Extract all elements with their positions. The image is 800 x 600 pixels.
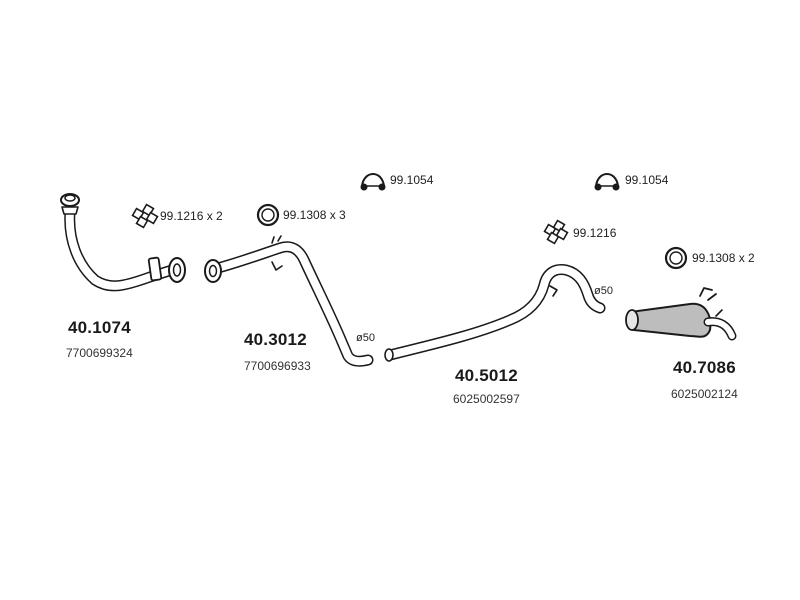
ring-gasket-icon [256, 203, 280, 227]
diameter-label: ø50 [356, 332, 375, 344]
part-number: 40.3012 [244, 330, 307, 349]
oem-number: 7700699324 [66, 346, 133, 360]
diameter-label: ø50 [594, 285, 613, 297]
part-number: 40.1074 [68, 318, 131, 337]
accessory-label-ring-gasket: 99.1308 x 2 [692, 251, 755, 265]
oem-number: 7700696933 [244, 359, 311, 373]
part-number: 40.7086 [673, 358, 736, 377]
part-number: 40.5012 [455, 366, 518, 385]
accessory-label-u-clamp: 99.1054 [390, 173, 434, 187]
ring-gasket-icon [664, 246, 688, 270]
u-clamp-icon [594, 173, 620, 191]
oem-number: 6025002124 [671, 387, 738, 401]
accessory-label-u-clamp: 99.1054 [625, 173, 669, 187]
bolt-clamp-icon [543, 219, 569, 245]
bolt-clamp-icon [131, 203, 159, 229]
oem-number: 6025002597 [453, 392, 520, 406]
intermediate-pipe-drawing [204, 235, 374, 367]
front-pipe-drawing [60, 193, 186, 292]
middle-pipe-drawing [384, 264, 606, 362]
accessory-label-bolt-clamp: 99.1216 x 2 [160, 209, 223, 223]
u-clamp-icon [360, 173, 386, 191]
accessory-label-bolt-clamp: 99.1216 [573, 226, 617, 240]
accessory-label-ring-gasket: 99.1308 x 3 [283, 208, 346, 222]
rear-muffler-drawing [625, 287, 737, 341]
